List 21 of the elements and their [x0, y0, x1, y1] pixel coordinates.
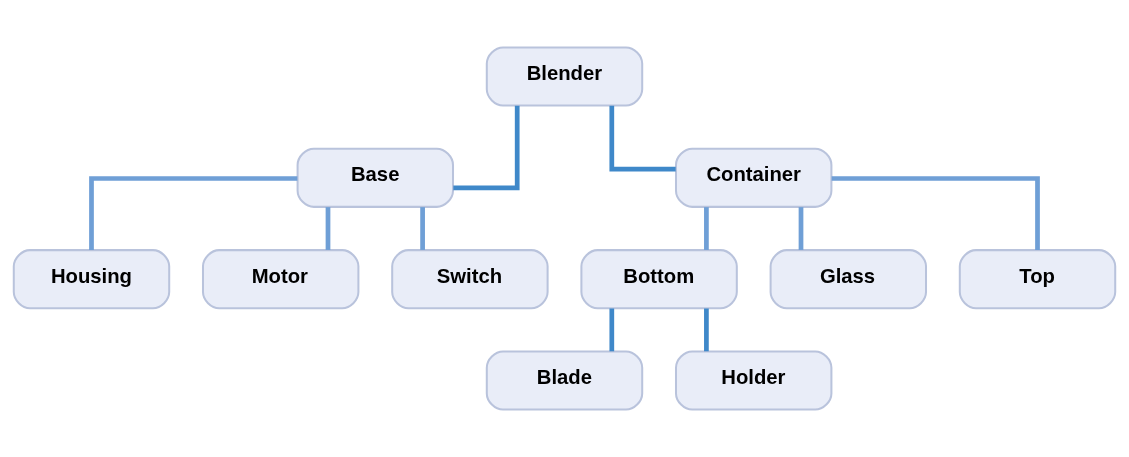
- connector: [704, 207, 709, 250]
- node-box: Base: [296, 147, 455, 208]
- connector: [453, 105, 520, 191]
- node-box: Switch: [391, 249, 549, 310]
- connector: [609, 308, 615, 352]
- connector: [325, 207, 331, 250]
- connector: [831, 176, 1040, 251]
- node-box: Top: [958, 249, 1117, 310]
- connector: [609, 105, 676, 172]
- connector: [420, 207, 425, 250]
- node-box: Holder: [674, 350, 833, 411]
- node-box: Container: [674, 147, 833, 208]
- node-box: Motor: [201, 249, 360, 310]
- node-box: Glass: [769, 249, 928, 310]
- connector: [798, 207, 804, 250]
- node-box: Blender: [485, 46, 644, 107]
- node-box: Bottom: [580, 249, 738, 310]
- connector: [704, 308, 709, 352]
- connector: [89, 176, 298, 251]
- node-box: Housing: [12, 249, 171, 310]
- node-box: Blade: [485, 350, 644, 411]
